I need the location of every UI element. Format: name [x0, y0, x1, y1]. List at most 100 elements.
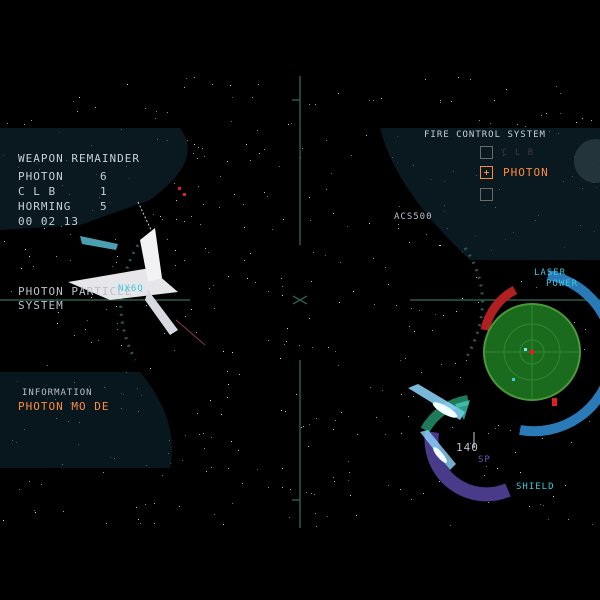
empty-slot-icon[interactable] — [480, 188, 493, 201]
star — [338, 365, 339, 366]
star — [414, 331, 415, 332]
shield-label: SHIELD — [516, 482, 555, 492]
star — [103, 472, 104, 473]
star — [203, 204, 204, 205]
star — [184, 221, 185, 222]
fire-control-option-selected[interactable]: PHOTON — [503, 166, 549, 179]
star — [232, 503, 233, 504]
star — [506, 89, 507, 90]
star — [193, 153, 194, 154]
star — [185, 435, 186, 436]
weapon-row-name: HORMING — [18, 200, 72, 213]
star — [462, 298, 463, 299]
fire-control-option[interactable]: C L B — [502, 148, 535, 158]
star — [409, 242, 410, 243]
star — [184, 260, 185, 261]
star — [79, 97, 80, 98]
laser-power-arc — [519, 270, 600, 437]
star — [205, 248, 206, 249]
star — [388, 485, 389, 486]
star — [228, 384, 229, 385]
star — [285, 411, 286, 412]
enemy-fighter[interactable] — [68, 187, 206, 346]
star — [373, 258, 374, 259]
star — [584, 349, 585, 350]
left-tick-arc — [119, 244, 140, 361]
star — [19, 489, 20, 490]
star — [116, 306, 117, 307]
star — [306, 492, 307, 493]
star — [301, 427, 302, 428]
star — [95, 107, 96, 108]
star — [591, 120, 592, 121]
star — [196, 332, 197, 333]
star — [3, 520, 4, 521]
star — [257, 130, 258, 131]
star — [385, 434, 386, 435]
star — [145, 108, 146, 109]
star — [167, 112, 168, 113]
star — [228, 468, 229, 469]
star — [268, 291, 269, 292]
star — [227, 371, 228, 372]
star — [341, 412, 342, 413]
star — [592, 524, 593, 525]
star — [401, 433, 402, 434]
star — [303, 426, 304, 427]
star — [174, 350, 175, 351]
star — [546, 113, 547, 114]
star — [221, 414, 222, 415]
star — [314, 494, 315, 495]
star — [150, 368, 151, 369]
star — [11, 291, 12, 292]
star — [162, 475, 163, 476]
letterbox-bottom — [0, 528, 600, 600]
star — [553, 496, 554, 497]
star — [288, 124, 289, 125]
star — [289, 517, 290, 518]
star — [187, 140, 188, 141]
star — [315, 104, 316, 105]
star — [366, 135, 367, 136]
star — [283, 219, 284, 220]
star — [571, 442, 572, 443]
star — [234, 194, 235, 195]
star — [309, 318, 310, 319]
star — [309, 104, 310, 105]
star — [287, 328, 288, 329]
star — [439, 481, 440, 482]
star — [370, 387, 371, 388]
weapon-row-name: PHOTON — [18, 170, 64, 183]
reticle-icon — [292, 295, 308, 305]
star — [333, 477, 334, 478]
star — [517, 124, 518, 125]
star — [98, 340, 99, 341]
information-title: INFORMATION — [22, 388, 93, 398]
star — [409, 326, 410, 327]
star — [440, 100, 441, 101]
star — [421, 372, 422, 373]
star — [282, 487, 283, 488]
star — [223, 351, 224, 352]
star — [484, 475, 485, 476]
star — [369, 223, 370, 224]
star — [521, 281, 522, 282]
star — [308, 446, 309, 447]
star — [208, 252, 209, 253]
star — [116, 262, 117, 263]
star — [223, 524, 224, 525]
star — [280, 358, 281, 359]
star — [117, 329, 118, 330]
star — [373, 100, 374, 101]
star — [115, 239, 116, 240]
star — [334, 481, 335, 482]
lock-icon[interactable] — [480, 146, 493, 159]
star — [498, 425, 499, 426]
information-mode: PHOTON MO DE — [18, 400, 110, 413]
star — [112, 266, 113, 267]
letterbox-top — [0, 0, 600, 76]
star — [488, 502, 489, 503]
target-icon[interactable] — [480, 166, 493, 179]
star — [460, 377, 461, 378]
